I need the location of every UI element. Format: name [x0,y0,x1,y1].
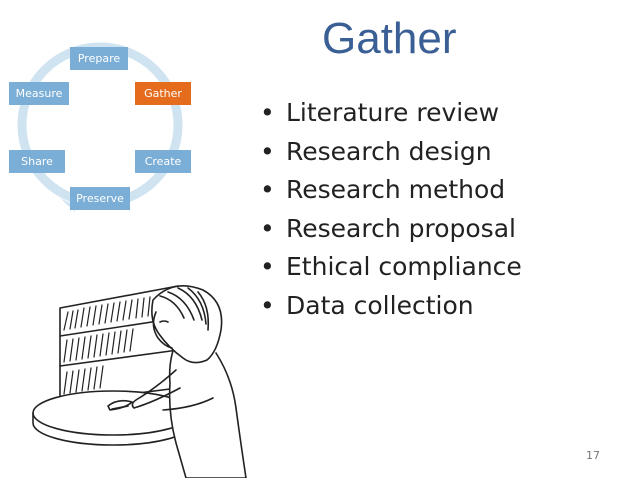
stage-create: Create [135,150,191,173]
stage-prepare: Prepare [70,47,128,70]
bullet-item: •Ethical compliance [260,252,522,281]
slide-title: Gather [322,14,457,63]
stage-label: Share [21,155,53,168]
bullet-item: •Literature review [260,98,500,127]
stage-gather: Gather [135,82,191,105]
stage-share: Share [9,150,65,173]
stage-label: Preserve [76,192,124,205]
bullet-item: •Research design [260,136,492,166]
bullet-item: •Research method [260,175,506,204]
stage-measure: Measure [9,82,69,105]
page-number: 17 [586,449,600,462]
research-cycle-diagram: Prepare Gather Create Preserve Share Mea… [0,0,220,230]
stage-label: Prepare [77,52,121,65]
stage-preserve: Preserve [70,187,130,210]
stage-label: Measure [15,87,63,100]
researcher-illustration [32,284,247,478]
bullet-item: •Research proposal [260,213,516,243]
bullet-list: •Literature review •Research design •Res… [260,94,522,325]
bullet-item: •Data collection [260,290,474,320]
stage-label: Gather [144,87,182,100]
stage-label: Create [144,155,182,168]
